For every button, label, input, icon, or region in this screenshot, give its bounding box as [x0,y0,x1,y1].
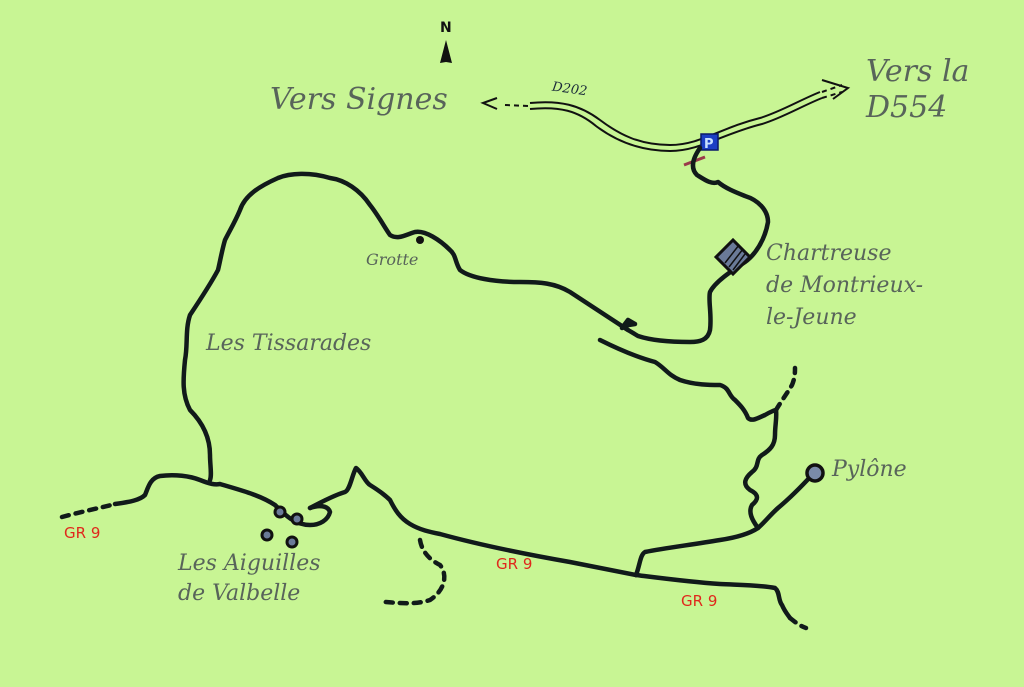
arrow-east-icon [821,79,851,100]
north-arrow-icon [440,40,452,63]
gr9-label-west: GR 9 [64,524,101,542]
place-tissarades: Les Tissarades [206,331,372,356]
place-chartreuse-2: de Montrieux- [766,273,924,298]
pylon-icon [805,463,825,483]
north-label: N [440,20,452,36]
gr9-label-center: GR 9 [496,555,533,573]
direction-east-label-1: Vers la [866,54,970,89]
dashed-trails [59,365,809,631]
arrow-west-icon [480,97,498,110]
monastery-icon [713,237,753,277]
place-aiguilles-2: de Valbelle [178,581,301,606]
direction-east-label-2: D554 [866,90,948,125]
gr9-label-east: GR 9 [681,592,718,610]
trail-network [112,145,815,621]
svg-text:P: P [704,137,714,152]
place-chartreuse-1: Chartreuse [766,241,892,266]
cave-icon [416,236,424,244]
place-chartreuse-3: le-Jeune [766,305,857,330]
rock-icon [260,505,304,549]
road-d202 [504,84,843,153]
direction-west-label: Vers Signes [270,82,448,117]
place-pylone: Pylône [832,457,907,482]
place-aiguilles-1: Les Aiguilles [178,551,321,576]
place-grotte: Grotte [366,250,419,269]
parking-icon [700,133,719,151]
